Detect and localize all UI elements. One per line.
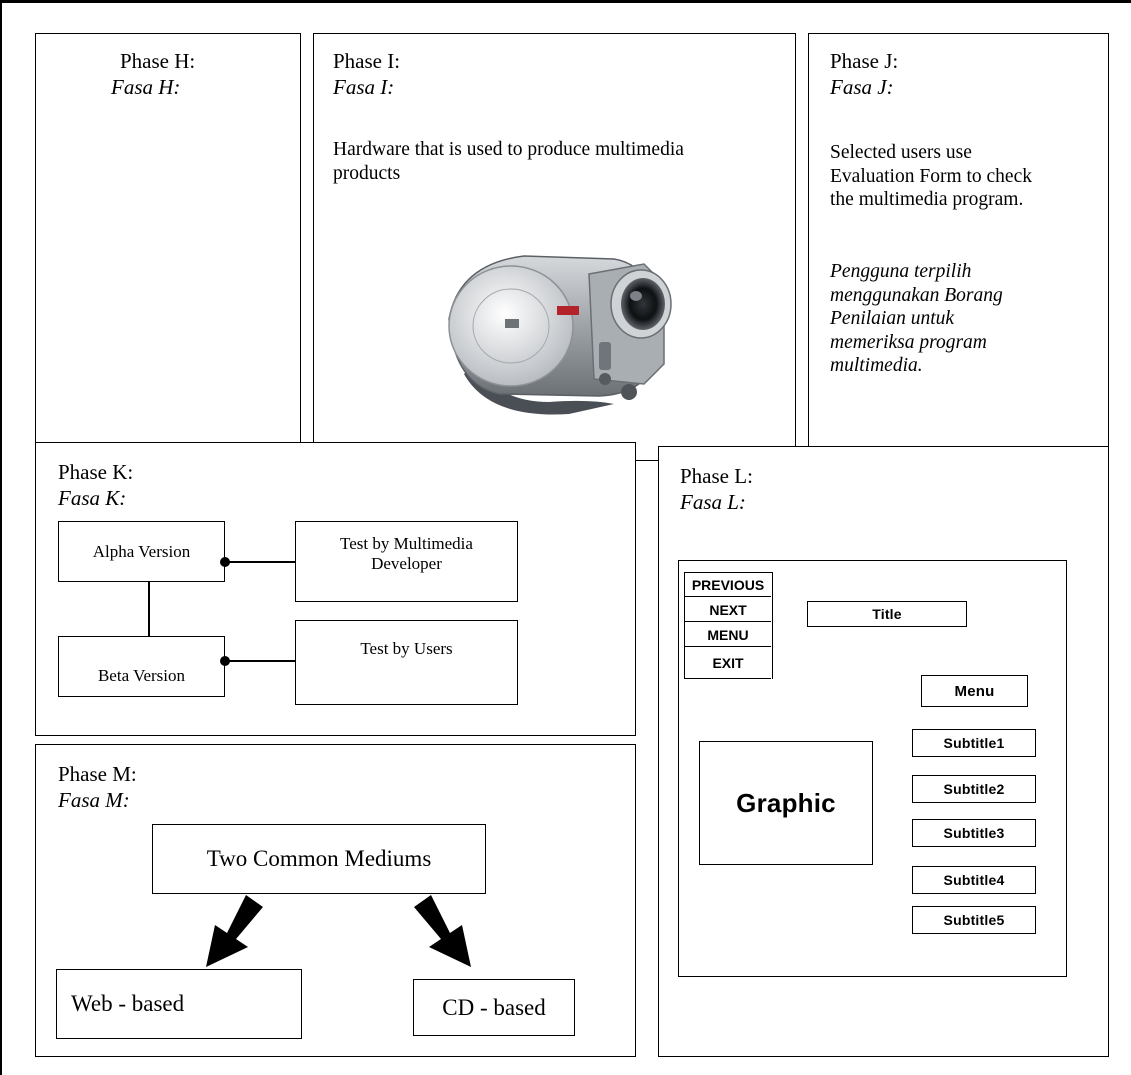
mockup-subtitle-4: Subtitle4 xyxy=(912,866,1036,894)
test-by-developer-box: Test by Multimedia Developer xyxy=(295,521,518,602)
phase-h-title-ms: Fasa H: xyxy=(111,75,181,99)
cd-based-box: CD - based xyxy=(413,979,575,1036)
phase-l-panel: Phase L: Fasa L: PREVIOUS NEXT MENU EXIT… xyxy=(658,446,1109,1057)
mockup-menu-box: Menu xyxy=(921,675,1028,707)
phase-i-title: Phase I: xyxy=(333,49,401,73)
page-frame-left xyxy=(0,0,2,1075)
phase-i-panel: Phase I: Fasa I: Hardware that is used t… xyxy=(313,33,796,461)
phase-m-title: Phase M: xyxy=(58,762,137,786)
phase-m-panel: Phase M: Fasa M: Two Common Mediums Web … xyxy=(35,744,636,1057)
mockup-title-box: Title xyxy=(807,601,967,627)
mockup-subtitle-2: Subtitle2 xyxy=(912,775,1036,803)
page-frame-top xyxy=(0,0,1131,3)
phase-j-title: Phase J: xyxy=(830,49,899,73)
mockup-subtitle-3: Subtitle3 xyxy=(912,819,1036,847)
mockup-subtitle-1: Subtitle1 xyxy=(912,729,1036,757)
phase-i-text: Hardware that is used to produce multime… xyxy=(333,139,684,184)
two-common-mediums-box: Two Common Mediums xyxy=(152,824,486,894)
nav-menu: PREVIOUS NEXT MENU EXIT xyxy=(684,572,773,679)
phase-j-panel: Phase J: Fasa J: Selected users use Eval… xyxy=(808,33,1109,461)
nav-previous: PREVIOUS xyxy=(685,573,771,597)
phase-j-text-ms: Pengguna terpilih menggunakan Borang Pen… xyxy=(830,261,1003,376)
beta-to-test-line xyxy=(225,660,295,662)
screen-layout-mockup: PREVIOUS NEXT MENU EXIT Title Menu Graph… xyxy=(678,560,1067,977)
phase-m-title-ms: Fasa M: xyxy=(58,788,130,812)
alpha-version-box: Alpha Version xyxy=(58,521,225,582)
arrow-down-right-icon xyxy=(414,895,471,967)
alpha-to-beta-line xyxy=(148,582,150,662)
phase-l-title: Phase L: xyxy=(680,464,753,488)
phase-j-text: Selected users use Evaluation Form to ch… xyxy=(830,142,1032,210)
test-by-users-box: Test by Users xyxy=(295,620,518,705)
web-based-box: Web - based xyxy=(56,969,302,1039)
arrow-down-left-icon xyxy=(206,895,263,967)
phase-l-title-ms: Fasa L: xyxy=(680,490,746,514)
phase-j-title-ms: Fasa J: xyxy=(830,75,894,99)
phase-h-title: Phase H: xyxy=(120,49,196,73)
alpha-to-test-line xyxy=(225,561,295,563)
phase-i-title-ms: Fasa I: xyxy=(333,75,395,99)
mockup-subtitle-5: Subtitle5 xyxy=(912,906,1036,934)
beta-version-box: Beta Version xyxy=(58,636,225,697)
nav-menu-item: MENU xyxy=(685,623,771,647)
nav-exit: EXIT xyxy=(685,648,771,679)
phase-h-panel: Phase H: Fasa H: xyxy=(35,33,301,461)
camcorder-image xyxy=(448,255,672,415)
phase-k-panel: Phase K: Fasa K: Alpha Version Test by M… xyxy=(35,442,636,736)
phase-k-title-ms: Fasa K: xyxy=(58,486,127,510)
phase-k-title: Phase K: xyxy=(58,460,134,484)
mockup-graphic-box: Graphic xyxy=(699,741,873,865)
nav-next: NEXT xyxy=(685,598,771,622)
